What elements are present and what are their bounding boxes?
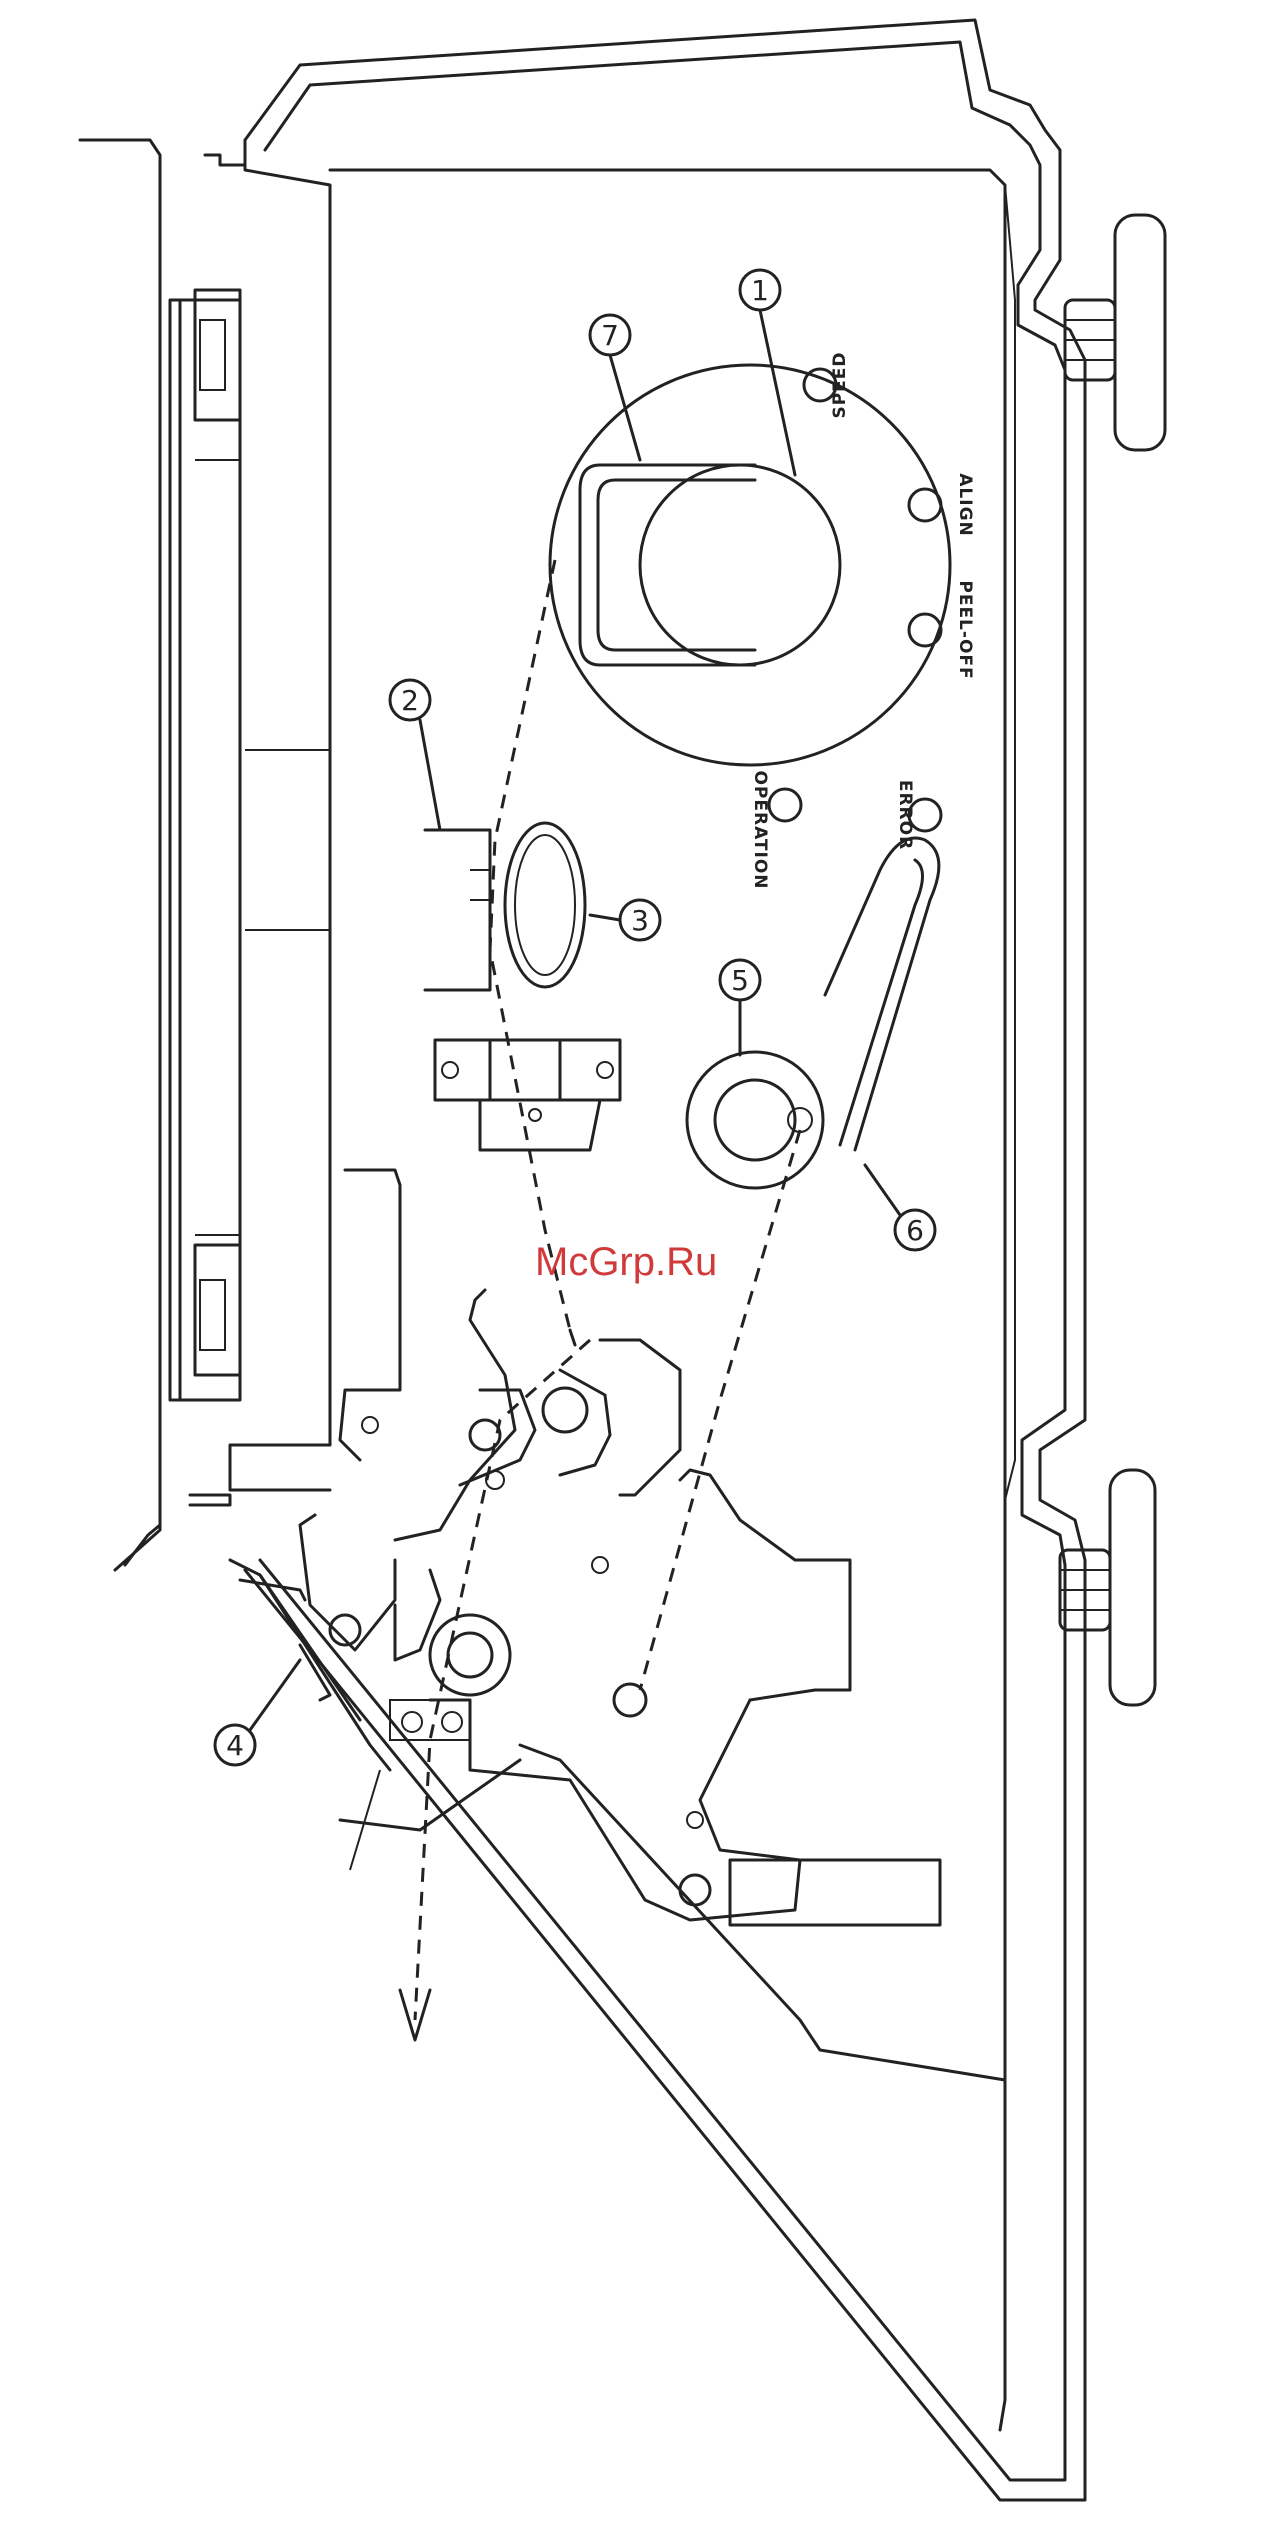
callout-1: 1 <box>751 274 769 307</box>
paper-path <box>400 560 800 2040</box>
lid-assembly <box>80 140 330 1570</box>
watermark-text: McGrp.Ru <box>535 1240 717 1284</box>
callout-3: 3 <box>631 904 649 937</box>
callout-2: 2 <box>401 684 419 717</box>
callout-5: 5 <box>731 964 749 997</box>
sensor-ring <box>505 823 585 987</box>
operation-lamp <box>769 789 801 821</box>
roll-disc <box>550 365 950 765</box>
callouts: 1 7 2 3 5 6 4 <box>215 270 935 1765</box>
align-label: ALIGN <box>955 473 975 537</box>
roll-core <box>640 465 840 665</box>
callout-7: 7 <box>601 319 619 352</box>
peel-off-label: PEEL-OFF <box>955 580 975 679</box>
operation-label: OPERATION <box>750 770 770 889</box>
ribbon-hook <box>825 838 939 1150</box>
ribbon-hub <box>687 1052 823 1188</box>
callout-4: 4 <box>226 1729 244 1762</box>
lower-chassis <box>230 1560 1005 2080</box>
peel-off-button[interactable] <box>909 614 941 646</box>
callout-6: 6 <box>906 1214 924 1247</box>
speed-label: SPEED <box>830 351 850 418</box>
paper-guide <box>425 823 585 990</box>
paper-roll-assembly <box>550 365 950 765</box>
align-button[interactable] <box>909 489 941 521</box>
feet <box>1060 215 1165 1705</box>
